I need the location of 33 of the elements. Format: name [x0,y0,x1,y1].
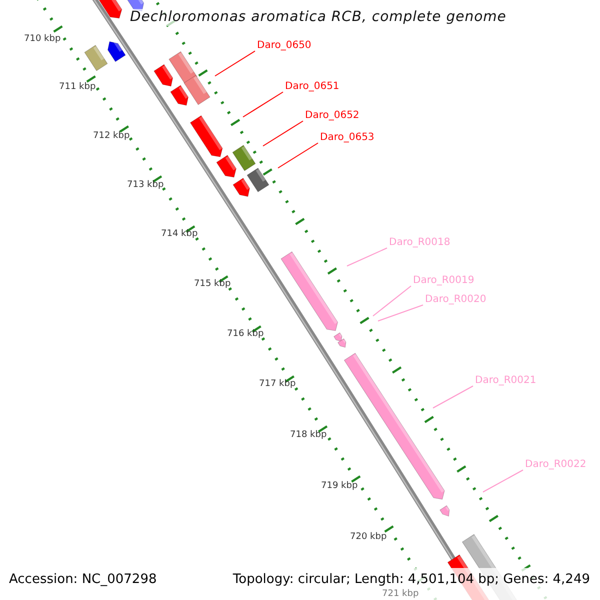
scale-label: 718 kbp [290,430,327,441]
scale-label: 714 kbp [161,229,198,240]
title: Dechloromonas aromatica RCB, complete genome [130,9,506,26]
gene-label: Daro_0653 [320,132,374,144]
gene-label: Daro_R0021 [475,375,536,387]
leader-line [214,50,256,76]
gene-label: Daro_R0020 [425,294,486,306]
scale-label: 715 kbp [194,279,231,290]
gene-label: Daro_R0022 [525,459,586,471]
gene-label: Daro_0652 [305,110,360,122]
leader-line [242,92,284,118]
footer-text: Topology: circular; Length: 4,501,104 bp; Genes: 4,249 [232,572,590,588]
leader-line [262,120,304,146]
scale-label: 712 kbp [93,131,130,142]
scale-label: 720 kbp [350,532,387,543]
leader-line [346,248,388,266]
scale-label: 713 kbp [127,180,164,191]
scale-label: 721 kbp [382,589,419,600]
scale-label: 717 kbp [259,379,296,390]
gene-label: Daro_R0018 [389,237,450,249]
leader-line [482,470,524,492]
leader-line [278,142,318,168]
leader-line [378,304,424,322]
leader-line [432,386,474,408]
scale-label: 710 kbp [24,34,61,45]
gene-label: Daro_R0019 [413,275,474,287]
scale-label: 711 kbp [59,82,96,93]
gene-label: Daro_0651 [285,81,340,93]
scale-label: 719 kbp [321,481,358,492]
footer-text: Accession: NC_007298 [9,572,157,588]
leader-line [372,286,412,316]
gene-label: Daro_0650 [257,40,312,52]
scale-label: 716 kbp [227,329,264,340]
